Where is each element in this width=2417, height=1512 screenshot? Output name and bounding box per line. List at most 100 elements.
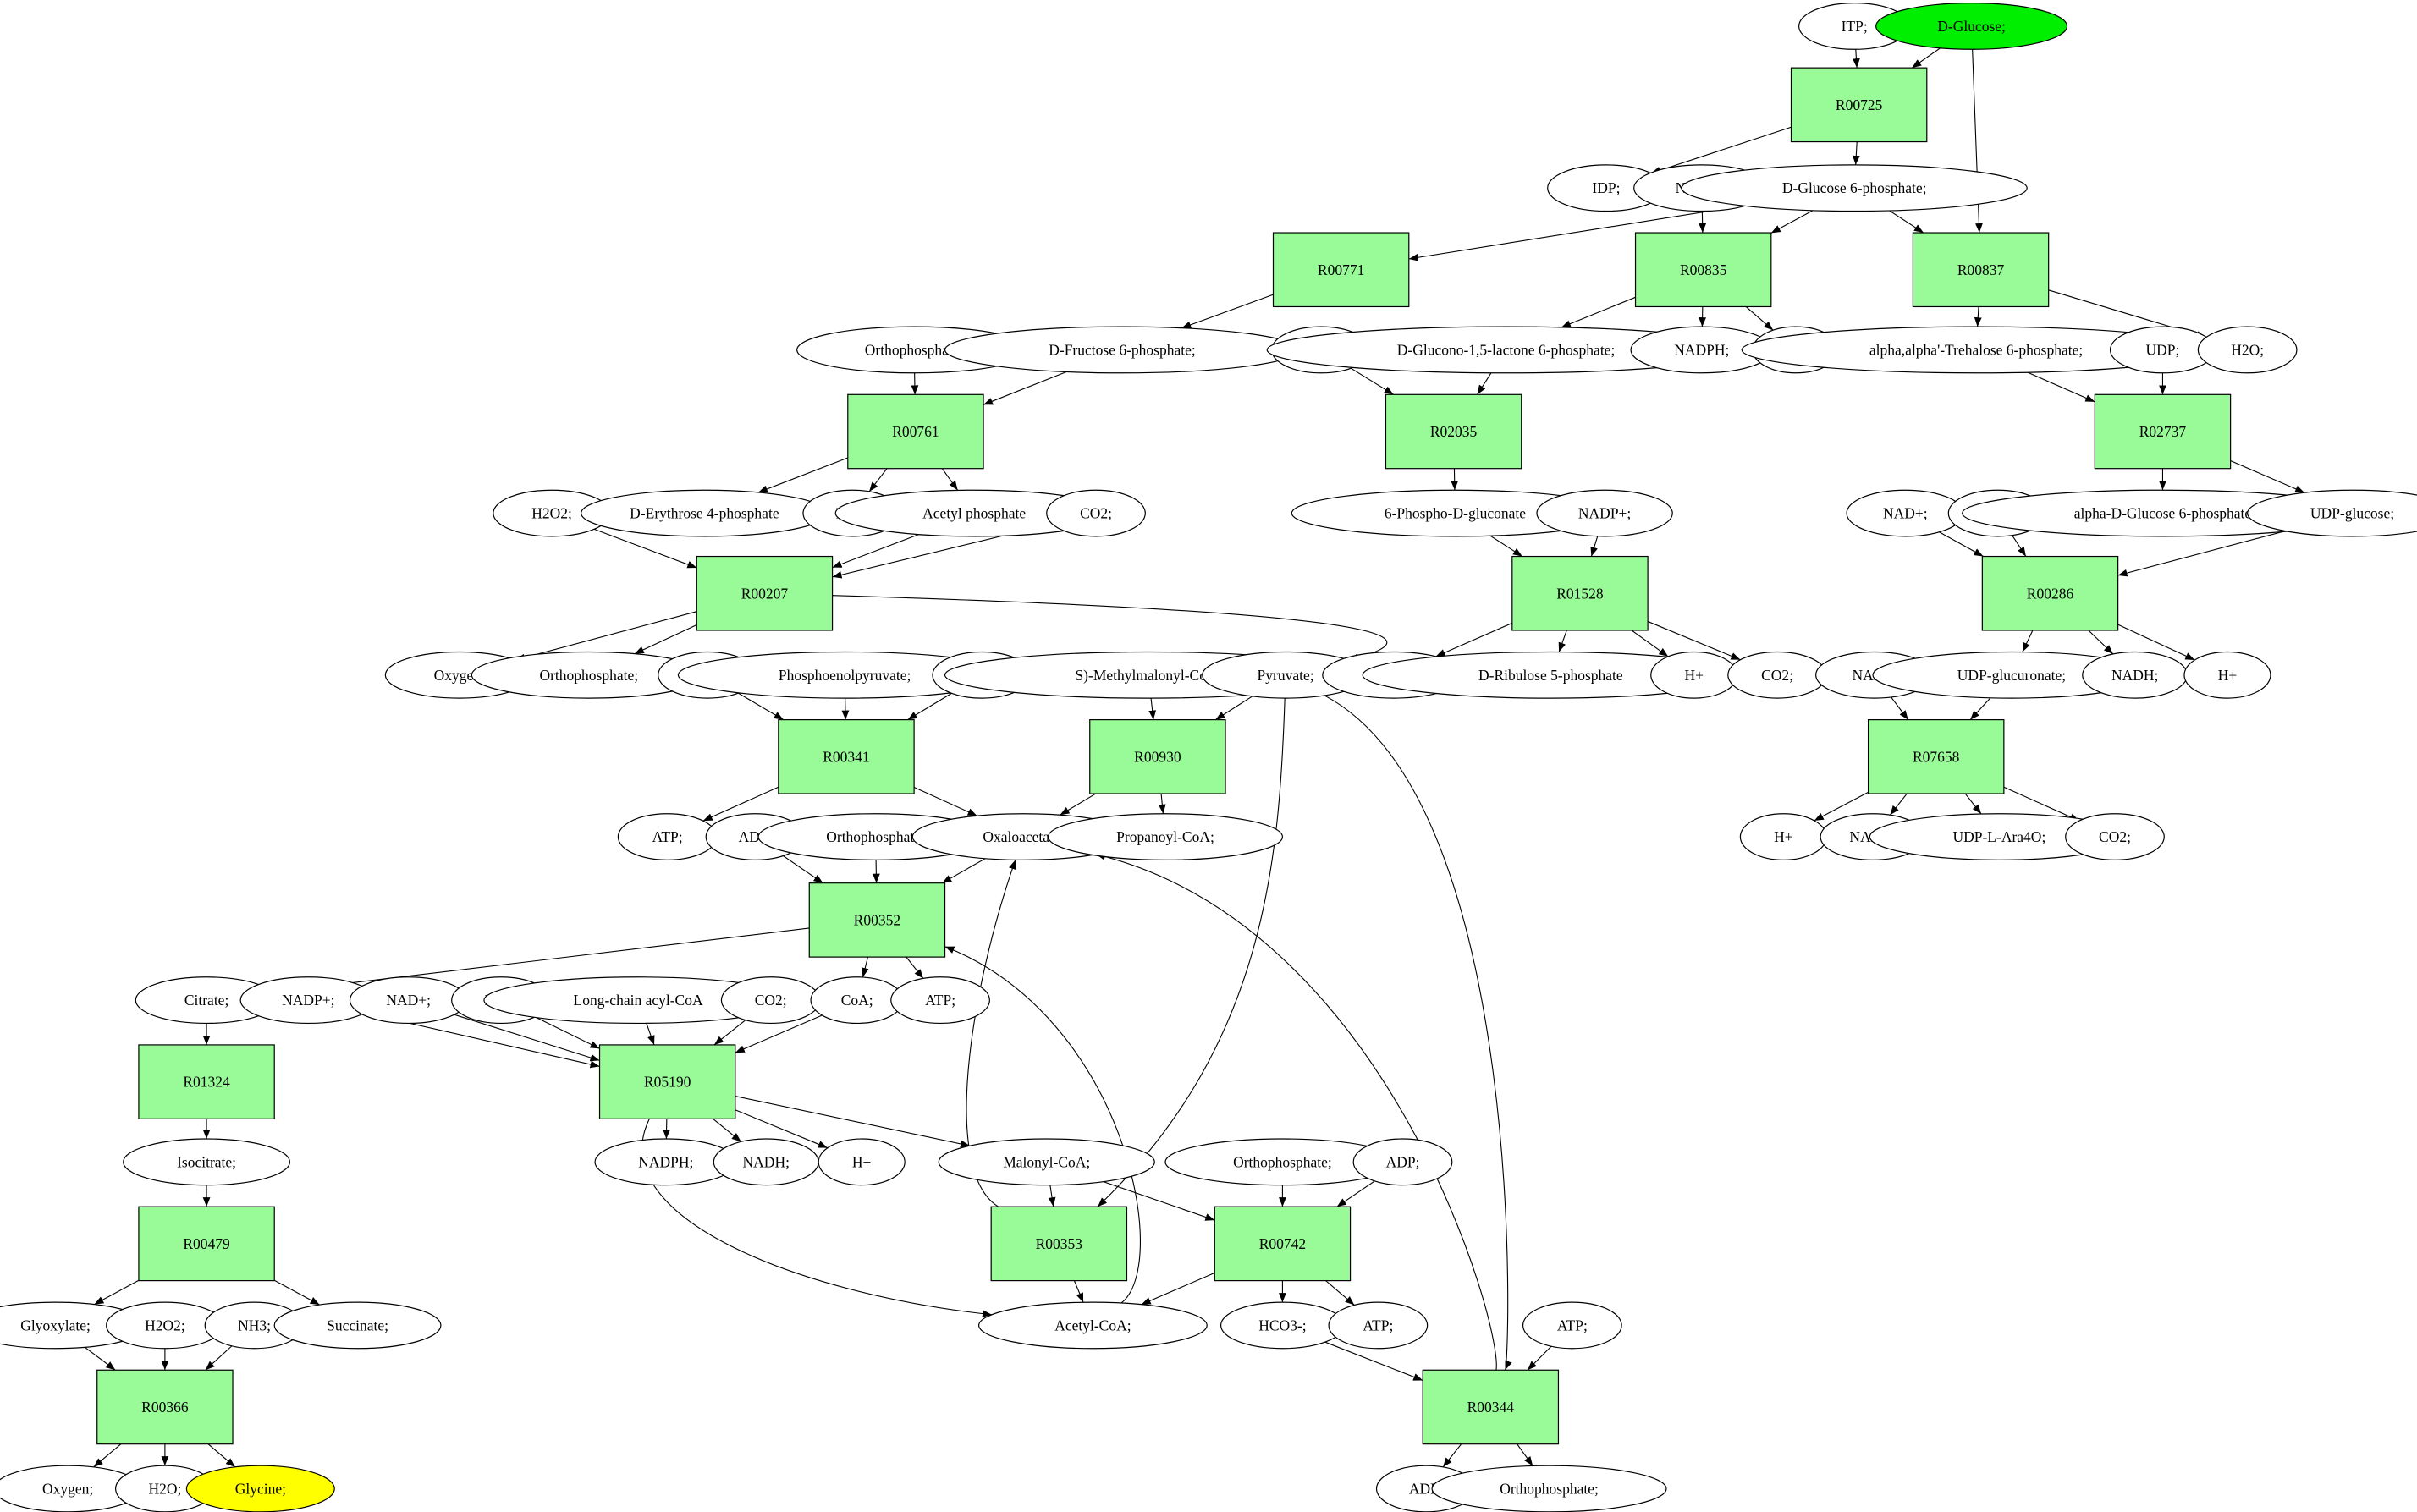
compound-node-h2o_b: H2O; bbox=[2197, 326, 2298, 374]
node-label: CO2; bbox=[1761, 667, 1793, 684]
edge-r00207-to-oxygen1 bbox=[515, 611, 697, 662]
node-label: Isocitrate; bbox=[177, 1153, 236, 1170]
node-label: ATP; bbox=[1557, 1317, 1588, 1333]
node-label: D-Glucose; bbox=[1937, 18, 2006, 35]
compound-node-nadp1: NAD+; bbox=[1846, 489, 1965, 537]
node-label: UDP; bbox=[2146, 341, 2180, 358]
edge-r00344-to-ortho5 bbox=[1517, 1443, 1533, 1466]
edge-r00207-to-ortho2 bbox=[634, 624, 697, 655]
node-label: NADPH; bbox=[638, 1153, 693, 1170]
compound-node-glyoxylate: Glyoxylate; bbox=[0, 1301, 149, 1350]
node-label: Pyruvate; bbox=[1258, 667, 1314, 684]
edge-r00286-to-nadh1 bbox=[2088, 630, 2114, 655]
compound-node-ortho5: Orthophosphate; bbox=[1431, 1465, 1667, 1512]
compound-node-isocitrate: Isocitrate; bbox=[123, 1138, 291, 1186]
edge-ortho3-to-r00352 bbox=[872, 860, 880, 883]
edge-r00725-to-idp bbox=[1650, 126, 1792, 174]
node-label: NADH; bbox=[2111, 667, 2158, 684]
compound-ellipse bbox=[2183, 651, 2271, 699]
reaction-box bbox=[96, 1369, 234, 1445]
edge-r00479-to-glyoxylate bbox=[94, 1279, 140, 1306]
node-label: H+ bbox=[852, 1153, 872, 1170]
edge-r00761-to-acetylp bbox=[941, 468, 959, 491]
node-label: R00366 bbox=[141, 1399, 189, 1416]
edge-adp2-to-r00352 bbox=[783, 855, 823, 884]
node-label: H2O2; bbox=[531, 505, 572, 522]
node-label: R00742 bbox=[1259, 1235, 1306, 1252]
compound-node-coa: CoA; bbox=[810, 976, 904, 1025]
edge-r00366-to-oxygen2 bbox=[93, 1443, 122, 1468]
edge-glucono-to-r02035 bbox=[1477, 372, 1492, 395]
edge-r05190-to-hplus5 bbox=[735, 1109, 828, 1149]
node-label: D-Fructose 6-phosphate; bbox=[1049, 341, 1196, 358]
edge-nadp1-to-r00286 bbox=[1939, 531, 1984, 558]
edge-r01528-to-hplus2 bbox=[1631, 630, 1669, 657]
node-label: UDP-glucose; bbox=[2310, 505, 2394, 522]
compound-node-udpara: UDP-L-Ara4O; bbox=[1869, 813, 2129, 860]
edge-r00771-to-f6p bbox=[1181, 294, 1274, 329]
node-label: D-Glucose 6-phosphate; bbox=[1782, 179, 1927, 196]
edge-r07658-to-udpara bbox=[1964, 793, 1982, 815]
reaction-box bbox=[138, 1044, 275, 1119]
reaction-box bbox=[1867, 719, 2005, 794]
reaction-node-r00341: R00341 bbox=[778, 719, 915, 794]
compound-ellipse bbox=[2197, 326, 2298, 374]
node-label: Phosphoenolpyruvate; bbox=[779, 667, 911, 684]
reaction-box bbox=[1912, 232, 2050, 308]
edge-udpglucose-to-r00286 bbox=[2117, 531, 2286, 577]
compound-node-atp2: ATP; bbox=[890, 976, 990, 1025]
node-label: Long-chain acyl-CoA bbox=[574, 992, 703, 1009]
edge-h2o_a-to-r02035 bbox=[1350, 367, 1394, 395]
compound-node-g6p: D-Glucose 6-phosphate; bbox=[1681, 164, 2028, 212]
edge-r00353-to-oxaloacetate bbox=[966, 860, 1016, 1207]
compound-node-malonylcoa: Malonyl-CoA; bbox=[938, 1138, 1155, 1186]
compound-node-hplus4: H+ bbox=[1739, 813, 1827, 860]
node-label: Succinate; bbox=[327, 1317, 388, 1333]
node-label: D-Glucono-1,5-lactone 6-phosphate; bbox=[1397, 341, 1616, 358]
reaction-box bbox=[598, 1044, 736, 1119]
compound-ellipse bbox=[1047, 813, 1284, 860]
compound-node-nadpp2: NADP+; bbox=[1536, 489, 1673, 537]
edge-h2o2_1-to-r00207 bbox=[593, 528, 697, 569]
edge-r00352-to-citrate bbox=[273, 927, 810, 995]
edge-r00837-to-trehalose bbox=[1974, 306, 1982, 327]
edge-layer bbox=[84, 47, 2305, 1468]
edge-r00835-to-glucono bbox=[1561, 296, 1636, 328]
edge-pyruvate-to-r00930 bbox=[1215, 696, 1253, 721]
compound-node-propanoyl: Propanoyl-CoA; bbox=[1047, 813, 1284, 860]
node-label: R00725 bbox=[1836, 96, 1883, 113]
reaction-box bbox=[1634, 232, 1772, 308]
compound-node-h2o2_2: H2O2; bbox=[106, 1301, 224, 1350]
reaction-node-r05190: R05190 bbox=[598, 1044, 736, 1119]
node-label: R00353 bbox=[1036, 1235, 1083, 1252]
compound-node-co2_4: CO2; bbox=[2065, 813, 2165, 860]
compound-node-h2o_f: H2O; bbox=[115, 1465, 215, 1512]
node-label: Glyoxylate; bbox=[20, 1317, 91, 1333]
reaction-box bbox=[990, 1206, 1128, 1282]
node-label: D-Erythrose 4-phosphate bbox=[630, 505, 779, 522]
node-label: IDP; bbox=[1592, 179, 1620, 196]
reaction-node-r00837: R00837 bbox=[1912, 232, 2050, 308]
node-label: ADP; bbox=[1386, 1153, 1420, 1170]
edge-glyoxylate-to-r00366 bbox=[84, 1346, 116, 1371]
reaction-node-r07658: R07658 bbox=[1867, 719, 2005, 794]
reaction-box bbox=[1511, 555, 1649, 631]
reaction-node-r00286: R00286 bbox=[1981, 555, 2119, 631]
node-label: HCO3-; bbox=[1258, 1317, 1306, 1333]
node-label: ITP; bbox=[1842, 18, 1868, 35]
reaction-node-r00835: R00835 bbox=[1634, 232, 1772, 308]
edge-f6p-to-r00761 bbox=[983, 371, 1067, 405]
compound-node-nadpp3: NADP+; bbox=[239, 976, 377, 1025]
compound-node-nadh3: NADH; bbox=[713, 1138, 819, 1186]
compound-node-atp4: ATP; bbox=[1522, 1301, 1622, 1350]
reaction-node-r02737: R02737 bbox=[2094, 393, 2232, 470]
edge-h2o_d-to-r00286 bbox=[2012, 535, 2027, 557]
node-label: Orthophosphate; bbox=[1500, 1481, 1599, 1498]
node-label: CO2; bbox=[1080, 505, 1112, 522]
edge-r07658-to-hplus4 bbox=[1814, 791, 1869, 822]
node-label: Acetyl phosphate bbox=[922, 505, 1026, 522]
reaction-box bbox=[1422, 1369, 1560, 1445]
compound-node-pgluconate: 6-Phospho-D-gluconate bbox=[1291, 489, 1620, 537]
compound-node-atp1: ATP; bbox=[617, 813, 718, 860]
